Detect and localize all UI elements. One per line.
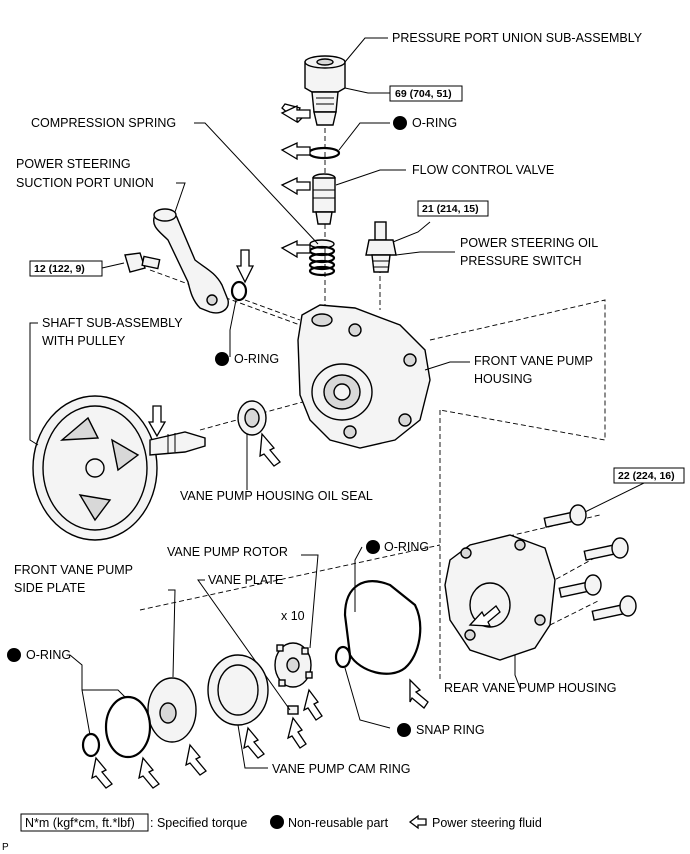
torque-suction-bolt: 12 (122, 9) [34,263,85,275]
label-vane-plate: VANE PLATE [208,573,283,587]
suction-bolt-part [124,252,161,273]
label-suction-port-union-1: POWER STEERING [16,157,131,171]
o-ring-suction [230,280,248,302]
snap-ring-part [334,645,352,669]
oil-seal-part [237,400,267,436]
label-oil-pressure-switch-2: PRESSURE SWITCH [460,254,582,268]
label-compression-spring: COMPRESSION SPRING [31,116,176,130]
non-reusable-dot-icon [366,540,380,554]
vane-plate-part [287,705,299,715]
o-ring-large-left [104,695,152,759]
non-reusable-dot-icon [397,723,411,737]
legend-torque-box [20,813,149,832]
rear-bolts-part [543,504,637,621]
non-reusable-dot-icon [215,352,229,366]
fluid-arrow-icon [408,814,427,830]
torque-box-pressure-port [389,85,463,102]
non-reusable-dot-icon [270,815,284,829]
legend-torque-text: : Specified torque [150,816,247,830]
legend-non-reusable: Non-reusable part [288,816,389,830]
label-o-ring-left: O-RING [26,648,71,662]
label-shaft-sub-assembly-2: WITH PULLEY [42,334,126,348]
o-ring-rear [343,580,422,675]
label-vane-count: x 10 [281,609,305,623]
label-o-ring-rear: O-RING [384,540,429,554]
compression-spring-part [308,239,336,277]
shaft-with-pulley-part [32,395,206,541]
legend: N*m (kgf*cm, ft.*lbf) : Specified torque… [20,813,542,832]
rear-vane-pump-housing-part [444,534,556,661]
oil-pressure-switch-part [365,221,397,273]
torque-pressure-port: 69 (704, 51) [395,88,452,100]
label-suction-port-union-2: SUCTION PORT UNION [16,176,154,190]
non-reusable-dot-icon [393,116,407,130]
fluid-arrow-icon [91,103,501,789]
non-reusable-dot-icon [7,648,21,662]
torque-box-rear-bolts [613,467,685,484]
legend-fluid: Power steering fluid [432,816,542,830]
vane-pump-rotor-part [274,642,313,688]
label-flow-control-valve: FLOW CONTROL VALVE [412,163,554,177]
cam-ring-part [207,654,269,726]
label-pressure-port-union: PRESSURE PORT UNION SUB-ASSEMBLY [392,31,643,45]
suction-port-union-part [153,208,229,314]
torque-rear-bolts: 22 (224, 16) [618,470,675,482]
label-o-ring-suction: O-RING [234,352,279,366]
pressure-port-union-part [304,55,346,126]
flow-control-valve-part [312,173,336,225]
label-front-side-plate-2: SIDE PLATE [14,581,85,595]
front-side-plate-part [147,677,197,743]
label-vane-pump-rotor: VANE PUMP ROTOR [167,545,288,559]
label-shaft-sub-assembly-1: SHAFT SUB-ASSEMBLY [42,316,183,330]
label-front-side-plate-1: FRONT VANE PUMP [14,563,133,577]
torque-box-pressure-switch [417,200,489,217]
legend-torque-units: N*m (kgf*cm, ft.*lbf) [25,816,135,830]
front-vane-pump-housing-part [297,304,431,449]
label-snap-ring: SNAP RING [416,723,485,737]
label-oil-seal: VANE PUMP HOUSING OIL SEAL [180,489,373,503]
o-ring-top [307,146,341,160]
torque-pressure-switch: 21 (214, 15) [422,203,479,215]
torque-box-suction-bolt [29,260,103,277]
label-cam-ring: VANE PUMP CAM RING [272,762,410,776]
label-o-ring-top: O-RING [412,116,457,130]
label-oil-pressure-switch-1: POWER STEERING OIL [460,236,598,250]
o-ring-small-left [81,732,101,758]
corner-mark: P [2,842,9,853]
label-front-housing-1: FRONT VANE PUMP [474,354,593,368]
label-front-housing-2: HOUSING [474,372,532,386]
label-rear-housing: REAR VANE PUMP HOUSING [444,681,617,695]
